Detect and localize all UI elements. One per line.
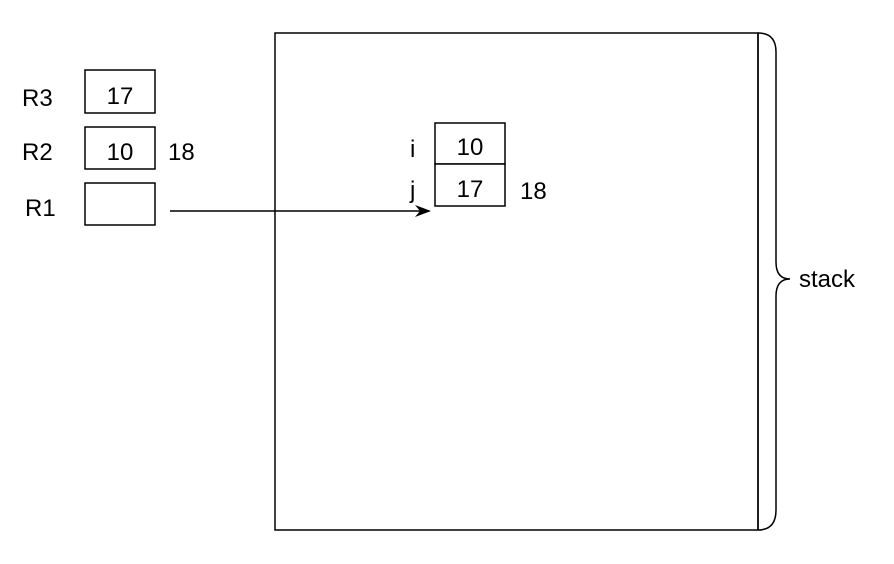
stack-label: stack [799, 266, 856, 293]
stack-brace [757, 32, 791, 531]
register-r2-box [84, 126, 156, 170]
register-r1-box [84, 182, 156, 226]
register-r3-value: 17 [107, 83, 134, 110]
register-r2-annotation: 18 [168, 139, 195, 166]
stack-var-j-box [434, 163, 506, 207]
register-r3-box [84, 69, 156, 114]
register-r1-name: R1 [25, 195, 56, 222]
register-r2-value: 10 [107, 139, 134, 166]
stack-frame [274, 32, 759, 531]
stack-var-i-value: 10 [457, 134, 484, 161]
stack-var-i-name: i [410, 136, 415, 163]
register-r2-name: R2 [22, 139, 53, 166]
register-r3-name: R3 [22, 85, 53, 112]
stack-var-i-box [434, 122, 506, 165]
stack-var-j-name: j [409, 177, 415, 204]
stack-var-j-value: 17 [457, 176, 484, 203]
stack-var-j-annotation: 18 [520, 178, 547, 205]
